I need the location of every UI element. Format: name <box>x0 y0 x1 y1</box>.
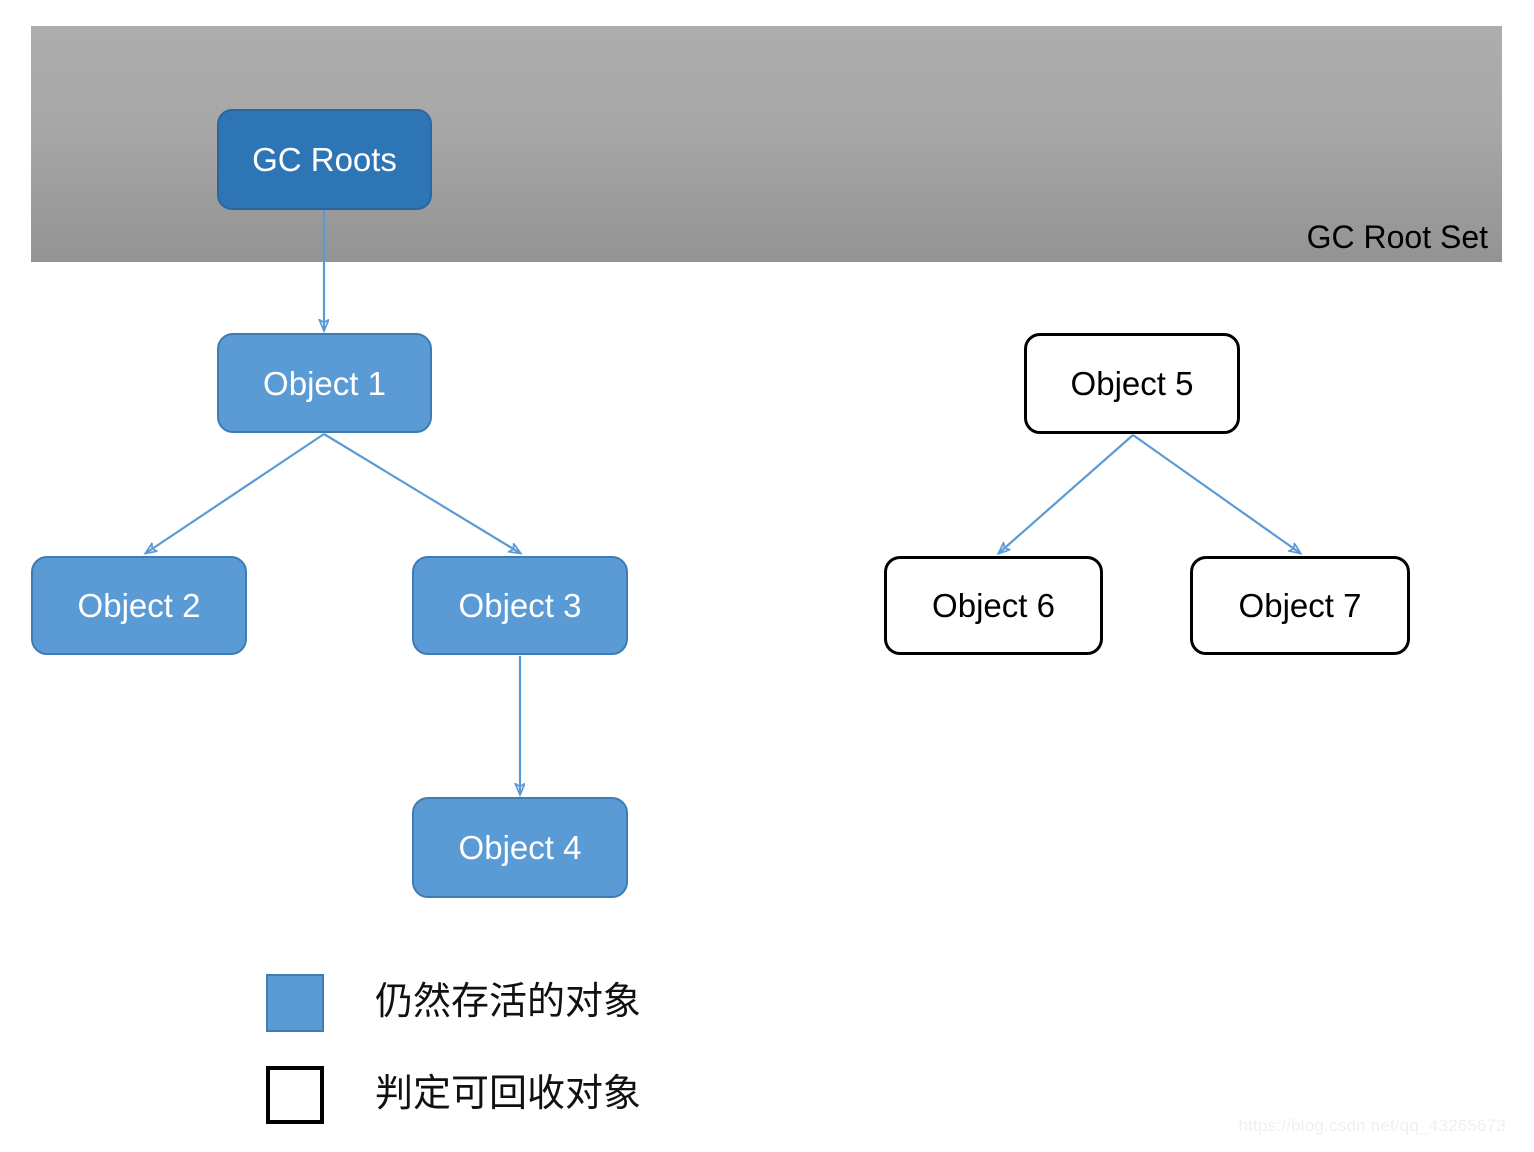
edge-object1-object3 <box>323 433 520 553</box>
node-label: GC Roots <box>252 141 397 178</box>
node-object-5[interactable]: Object 5 <box>1024 333 1240 434</box>
node-label: Object 1 <box>263 364 386 402</box>
edge-object1-object2 <box>146 433 325 553</box>
edge-object5-object6 <box>999 434 1134 553</box>
watermark: https://blog.csdn.net/qq_43265673 <box>1238 1116 1506 1135</box>
node-object-2[interactable]: Object 2 <box>31 556 247 655</box>
node-object-6[interactable]: Object 6 <box>884 556 1103 655</box>
node-gc-roots[interactable]: GC Roots <box>217 109 432 210</box>
node-label: Object 7 <box>1238 587 1362 624</box>
edges-group <box>146 210 1300 794</box>
node-label: Object 2 <box>77 587 201 624</box>
legend-alive-swatch <box>266 974 324 1032</box>
node-object-4[interactable]: Object 4 <box>412 797 628 898</box>
node-label: Object 4 <box>458 829 582 866</box>
legend-reclaim-swatch <box>266 1066 324 1124</box>
node-object-3[interactable]: Object 3 <box>412 556 628 655</box>
edge-object5-object7 <box>1132 434 1300 553</box>
node-label: Object 6 <box>932 587 1055 624</box>
node-object-1[interactable]: Object 1 <box>217 333 432 433</box>
gc-root-set-label: GC Root Set <box>1306 219 1488 255</box>
node-object-7[interactable]: Object 7 <box>1190 556 1410 655</box>
legend-alive-label: 仍然存活的对象 <box>375 981 642 1023</box>
node-label: Object 3 <box>458 587 582 624</box>
node-label: Object 5 <box>1070 365 1194 402</box>
legend-reclaim-label: 判定可回收对象 <box>375 1073 642 1115</box>
